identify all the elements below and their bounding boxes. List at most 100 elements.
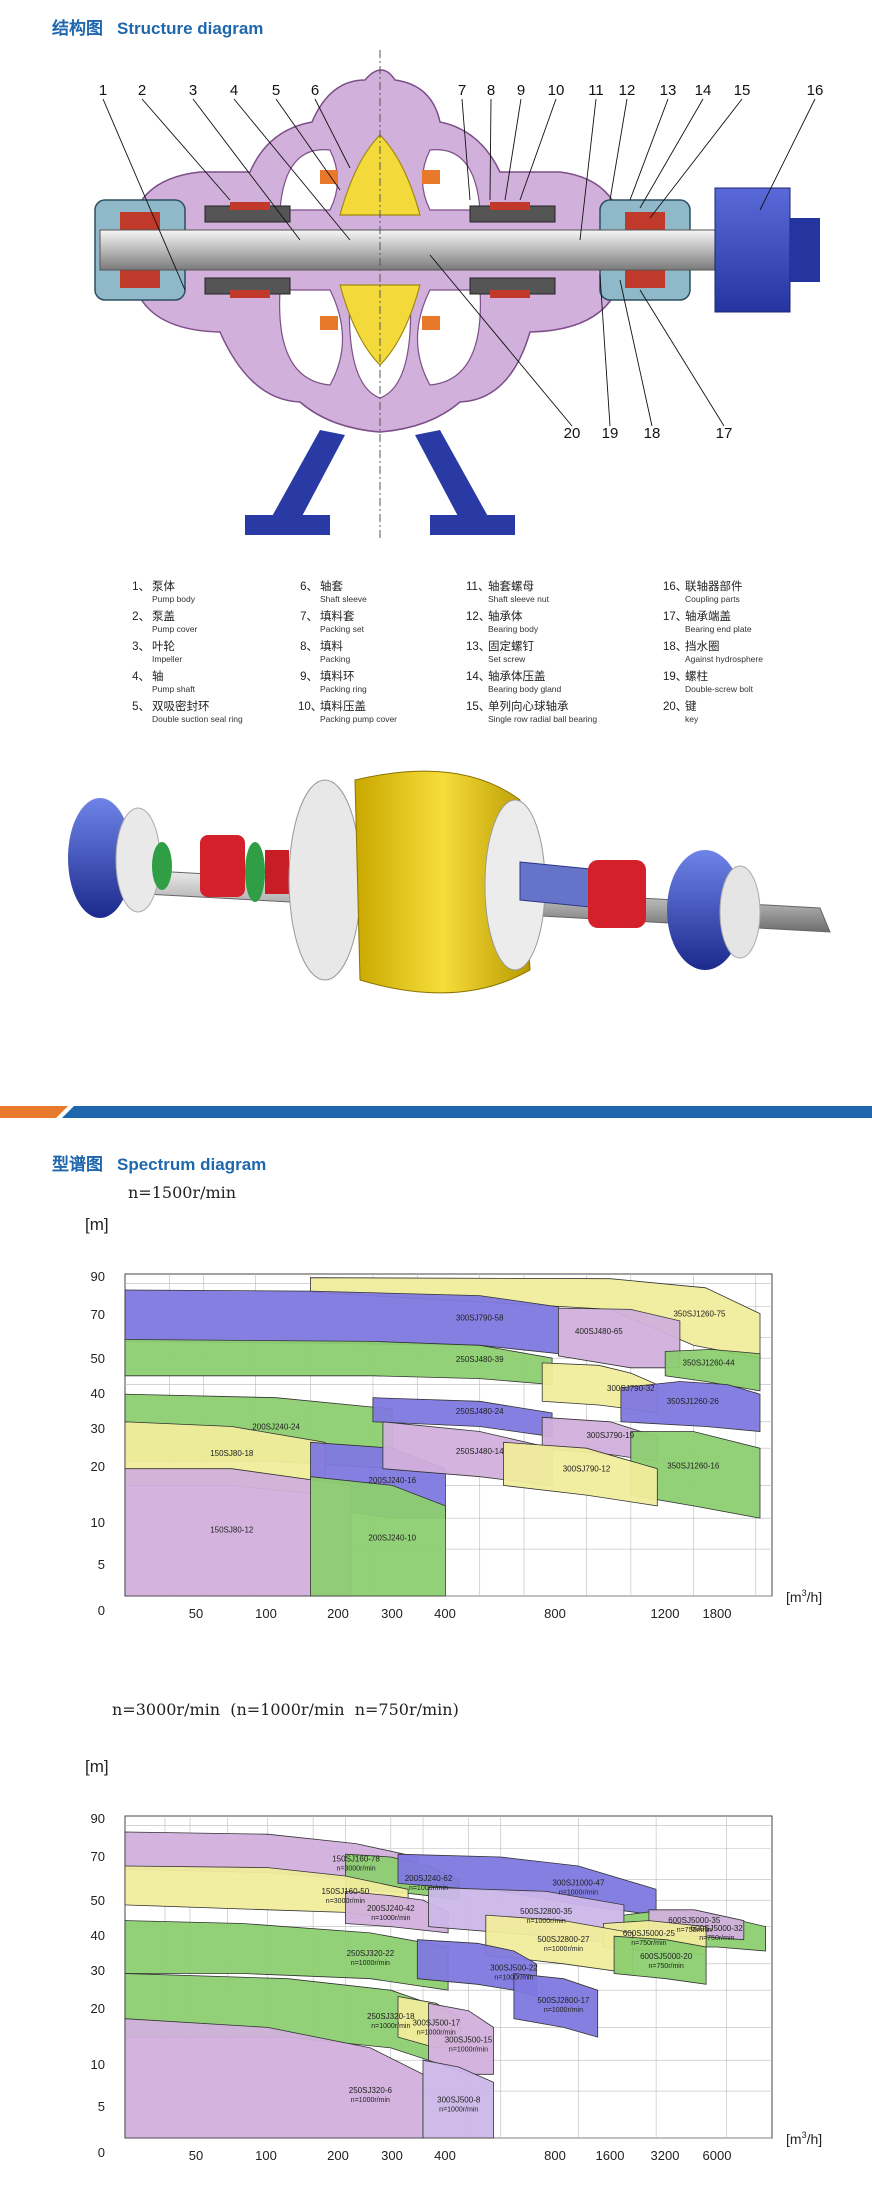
legend-num: 13、 [466,641,491,653]
callout-2: 2 [138,82,146,99]
y-axis-unit: [m] [85,1757,109,1776]
callout-15: 15 [734,82,751,99]
y-tick-label: 0 [98,1603,105,1618]
region-label: 150SJ80-12 [210,1525,254,1534]
x-axis-unit: [m3/h] [786,1588,822,1605]
region-600SJ5000-20 [613,1935,707,1985]
left-coupling-disc [68,798,132,918]
legend-num: 5、 [132,701,150,713]
region-label: 500SJ2800-35 [520,1907,573,1916]
callout-leader-4 [233,98,351,241]
region-sublabel: n=1000r/min [449,2047,488,2054]
region-label: 350SJ1260-16 [667,1462,720,1471]
callout-leader-9 [504,98,522,201]
x-tick-label: 100 [255,1606,277,1621]
region-label: 500SJ2800-17 [537,1996,590,2005]
region-label: 300SJ500-8 [437,2095,481,2104]
x-tick-label: 300 [381,2148,403,2163]
callout-leader-7 [461,98,471,201]
x-tick-label: 1200 [651,1606,680,1621]
region-sublabel: n=1000r/min [559,1889,598,1896]
region-label: 150SJ80-18 [210,1449,254,1458]
x-tick-label: 200 [327,2148,349,2163]
y-tick-label: 20 [91,1459,105,1474]
callout-10: 10 [548,82,565,99]
y-tick-label: 40 [91,1386,105,1401]
impeller-left-ring [288,779,362,981]
x-tick-label: 200 [327,1606,349,1621]
structure-title-zh: 结构图 [52,19,103,38]
section-divider [0,1106,872,1118]
region-label: 600SJ5000-25 [623,1929,676,1938]
legend-en: Bearing end plate [685,624,752,634]
legend-num: 7、 [300,611,318,623]
legend-num: 17、 [663,611,688,623]
rotor-impeller [354,770,531,994]
y-tick-label: 5 [98,2099,105,2114]
legend-zh: 填料 [320,641,343,653]
x-tick-label: 400 [434,2148,456,2163]
callout-7: 7 [458,82,466,99]
region-sublabel: n=1000r/min [371,2023,410,2030]
callout-3: 3 [189,82,197,99]
region-label: 350SJ1260-26 [667,1397,720,1406]
callout-leader-11 [579,98,597,241]
callout-19: 19 [602,425,619,442]
packing-assemblies [204,202,556,298]
region-label: 600SJ5000-20 [640,1952,693,1961]
legend-num: 11、 [466,581,490,593]
legend-zh: 填料压盖 [320,701,366,713]
region-label: 600SJ5000-32 [691,1924,744,1933]
pump-support [245,430,515,535]
region-sublabel: n=1000r/min [544,1946,583,1953]
left-packing-red [200,835,245,897]
region-200SJ240-10 [310,1476,446,1597]
x-tick-label: 100 [255,2148,277,2163]
callout-11: 11 [588,82,604,99]
x-tick-label: 800 [544,2148,566,2163]
callout-4: 4 [230,82,238,99]
region-sublabel: n=1000r/min [544,2007,583,2014]
callout-leader-8 [489,98,492,201]
legend-zh: 填料环 [320,671,355,683]
chart2-speed-label: n=3000r/min (n=1000r/min n=750r/min) [112,1700,459,1719]
legend-zh: 填料套 [320,611,355,623]
legend-en: Bearing body gland [488,684,562,694]
region-label: 200SJ240-42 [367,1904,415,1913]
legend-en: key [685,714,699,724]
x-tick-label: 1800 [703,1606,732,1621]
spectrum-chart-1500rpm: 350SJ1260-75300SJ790-58400SJ480-65350SJ1… [85,1215,822,1621]
region-label: 300SJ500-15 [445,2036,493,2045]
legend-num: 9、 [300,671,318,683]
region-sublabel: n=750r/min [649,1963,684,1970]
callout-1: 1 [99,82,107,99]
legend-num: 19、 [663,671,688,683]
legend-zh: 泵体 [152,581,175,593]
spectrum-chart-3000rpm: 150SJ160-78n=3000r/min200SJ240-62n=1000r… [85,1757,822,2163]
callout-leader-19 [599,274,611,427]
legend-zh: 轴承体压盖 [488,671,546,683]
spectrum-title-en: Spectrum diagram [117,1155,267,1174]
legend-en: Bearing body [488,624,539,634]
region-300SJ500-15 [428,2002,494,2075]
x-tick-label: 50 [189,2148,203,2163]
legend-zh: 泵盖 [152,611,175,623]
callout-leader-16 [759,98,816,211]
region-sublabel: n=1000r/min [439,2106,478,2113]
region-350SJ1260-44 [664,1348,761,1392]
region-label: 350SJ1260-44 [683,1358,736,1367]
callout-5: 5 [272,82,280,99]
legend-zh: 挡水圈 [685,641,720,653]
region-sublabel: n=1000r/min [409,1885,448,1892]
x-axis-unit: [m3/h] [786,2130,822,2147]
